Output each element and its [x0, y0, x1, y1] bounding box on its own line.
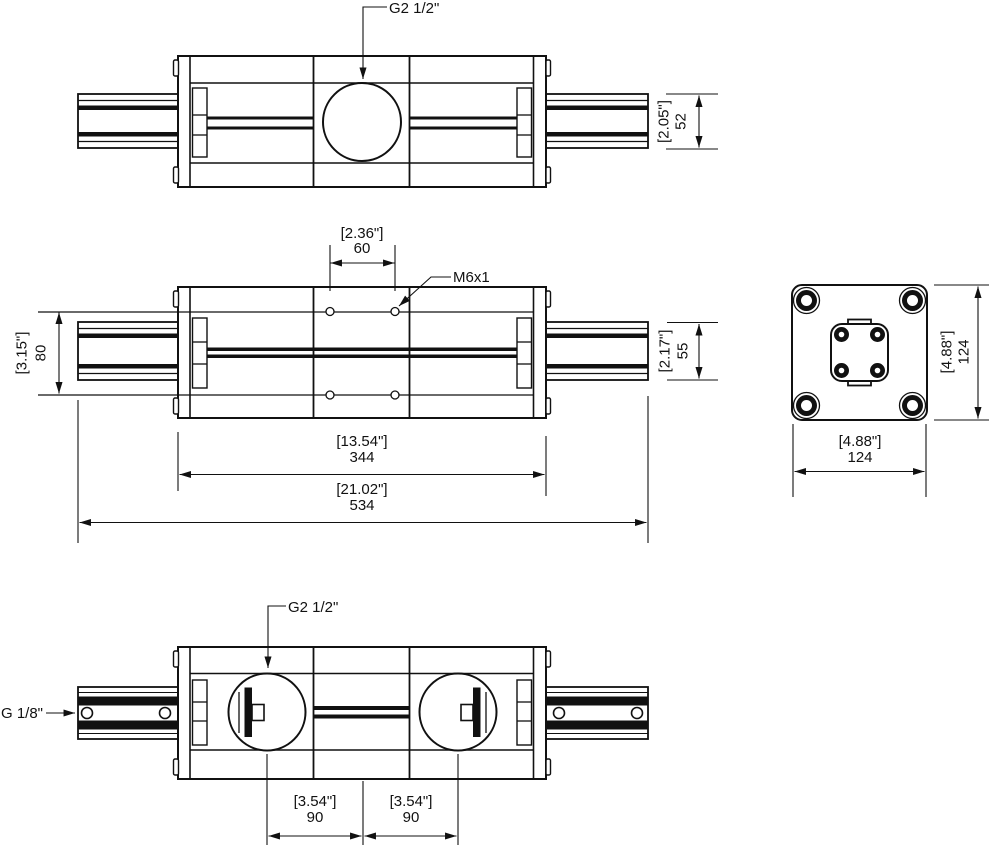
- dim-mm: 80: [33, 345, 50, 362]
- end-cap-tab: [172, 59, 180, 77]
- end-cap-tab: [172, 290, 180, 308]
- dim-inches: [2.36"]: [341, 225, 384, 242]
- g18-port-hole: [158, 706, 172, 720]
- g18-port-hole: [80, 706, 94, 720]
- dim-inches: [3.54"]: [390, 793, 433, 810]
- end-cap-tab: [545, 59, 552, 77]
- top-view: G2 1/2" [2.05"] 52: [77, 0, 718, 188]
- m6-hole: [325, 390, 335, 400]
- bottom-port-label: G2 1/2": [288, 599, 338, 616]
- dim-inches: [4.88"]: [939, 331, 956, 374]
- top-view-left-rail: [77, 93, 179, 149]
- end-cap-tab: [545, 758, 552, 776]
- g18-port-hole: [630, 706, 644, 720]
- bottom-port-left: [227, 672, 307, 752]
- carrier-bracket: [191, 317, 533, 389]
- bottom-view-right-rail: [545, 686, 649, 740]
- g18-port-hole: [552, 706, 566, 720]
- dim-inches: [4.88"]: [839, 433, 882, 450]
- dim-port-spacing: [3.54"] 90 [3.54"] 90: [266, 754, 459, 845]
- dim-overall-length: [21.02"] 534: [77, 396, 649, 543]
- dim-mm: 124: [956, 339, 973, 364]
- front-view-body: [177, 286, 547, 419]
- dim-mm: 344: [349, 449, 374, 466]
- side-port-label: G 1/8": [1, 705, 43, 722]
- dim-rail-height: [3.15"] 80: [14, 312, 63, 394]
- end-cap-tab: [172, 758, 180, 776]
- dim-mm: 52: [673, 113, 690, 130]
- dim-end-width: [4.88"] 124: [792, 424, 927, 497]
- dim-mm: 60: [354, 240, 371, 257]
- leader-line: [398, 276, 451, 307]
- leader-line: [359, 6, 387, 79]
- rail-profile-section: [830, 318, 889, 387]
- dim-inches: [3.15"]: [14, 332, 31, 375]
- m6-hole: [390, 306, 400, 317]
- dim-inches: [3.54"]: [294, 793, 337, 810]
- dim-mm: 55: [675, 343, 692, 360]
- end-cap-tab: [172, 650, 180, 668]
- end-cap-tab: [545, 290, 552, 308]
- dim-body-length: [13.54"] 344: [177, 432, 547, 496]
- end-view: [4.88"] 124 [4.88"] 124: [791, 284, 989, 497]
- dim-end-height: [4.88"] 124: [934, 284, 989, 421]
- front-view-right-rail: [545, 321, 649, 381]
- end-cap-tab: [172, 166, 180, 184]
- bottom-view: G2 1/2" G 1/8" [3.54"] 90 [3.54"] 90: [1, 599, 649, 845]
- dim-top-width: [2.05"] 52: [656, 93, 718, 150]
- thread-label: M6x1: [453, 269, 490, 286]
- dim-inches: [13.54"]: [336, 433, 387, 450]
- top-view-right-rail: [545, 93, 649, 149]
- dim-hole-spacing: [2.36"] 60: [329, 225, 396, 291]
- m6-hole: [325, 306, 335, 317]
- bottom-port-right: [418, 672, 498, 752]
- dim-mm: 90: [403, 809, 420, 826]
- top-port-label: G2 1/2": [389, 0, 439, 17]
- corner-bolt-hole: [792, 286, 927, 420]
- dim-inches: [2.05"]: [656, 100, 673, 143]
- front-view-left-rail: [77, 321, 179, 381]
- dim-mm: 90: [307, 809, 324, 826]
- end-cap-tab: [545, 166, 552, 184]
- carrier-bracket: [191, 679, 533, 746]
- bottom-view-left-rail: [77, 686, 179, 740]
- front-view: [2.36"] 60 M6x1 [3.15"] 80 [2.17"] 55 [1…: [14, 225, 718, 543]
- dim-mm: 534: [349, 497, 374, 514]
- leader-line: [264, 605, 286, 668]
- carrier-bracket: [191, 87, 533, 158]
- end-cap-tab: [545, 397, 552, 415]
- dim-inches: [2.17"]: [657, 330, 674, 373]
- dim-shaft-height: [2.17"] 55: [657, 321, 718, 381]
- top-port-circle: [322, 82, 402, 162]
- end-cap-tab: [545, 650, 552, 668]
- m6-hole: [390, 390, 400, 400]
- end-cap-tab: [172, 397, 180, 415]
- dim-inches: [21.02"]: [336, 481, 387, 498]
- dim-mm: 124: [847, 449, 872, 466]
